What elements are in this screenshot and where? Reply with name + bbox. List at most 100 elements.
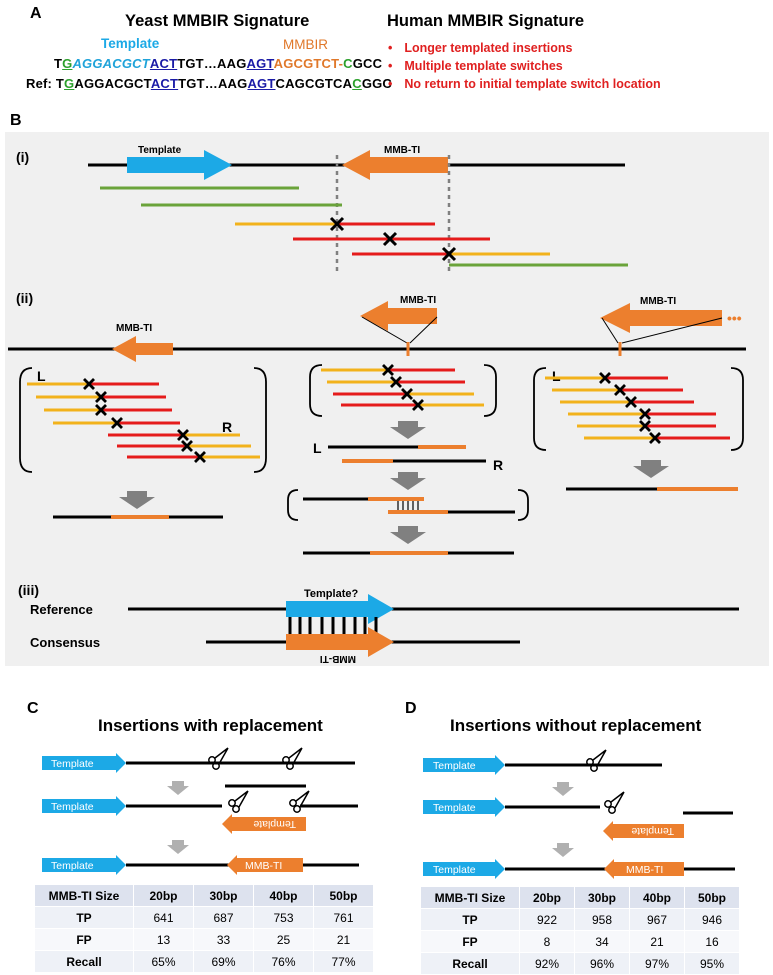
- label-L-center: L: [313, 440, 322, 456]
- d-template-arrow-1: [423, 755, 505, 775]
- bracket-anneal-close: [517, 489, 529, 521]
- down-arrow-icon: [633, 460, 669, 478]
- table-cell: 21: [629, 930, 685, 953]
- base-pairing-ticks: [397, 501, 419, 510]
- table-cell: 753: [253, 906, 314, 929]
- yeast-signature-title: Yeast MMBIR Signature: [125, 12, 310, 30]
- human-signature-title: Human MMBIR Signature: [387, 12, 585, 30]
- consensus-mmbti-arrow: [286, 627, 394, 657]
- table-row: Recall 65% 69% 76% 77%: [34, 950, 374, 973]
- scissors-icon: [228, 790, 249, 813]
- row-label: Recall: [420, 952, 520, 975]
- sequence-segment: AGGACGCT: [74, 76, 151, 91]
- table-cell: 33: [193, 928, 254, 951]
- split-mark-icon: [441, 246, 457, 262]
- panel-d-title: Insertions without replacement: [450, 716, 702, 735]
- split-marks-left: [83, 378, 206, 463]
- table-row: Recall 92% 96% 97% 95%: [420, 952, 740, 975]
- header-cell: 40bp: [253, 884, 314, 907]
- sequence-segment: AGT: [246, 56, 274, 71]
- down-arrow-icon: [390, 421, 426, 439]
- d-template-label-1: Template: [433, 760, 476, 772]
- sequence-segment: AGCGTCT: [273, 56, 339, 71]
- sequence-segment: G: [64, 76, 75, 91]
- header-cell: 20bp: [133, 884, 194, 907]
- mmbti-arrow-ii-right: [600, 303, 722, 333]
- down-arrow-icon: [552, 782, 574, 796]
- down-arrow-icon: [167, 781, 189, 795]
- table-cell: 16: [684, 930, 740, 953]
- d-inverted-template-arrow: [603, 821, 684, 841]
- sequence-segment: TGT…AAG: [178, 76, 248, 91]
- row-label: TP: [34, 906, 134, 929]
- table-cell: 967: [629, 908, 685, 931]
- table-cell: 76%: [253, 950, 314, 973]
- c-template-arrow-3: [42, 855, 126, 875]
- table-row: TP 641 687 753 761: [34, 906, 374, 929]
- zoom-line: [409, 316, 438, 344]
- panel-d-table: MMB-TI Size 20bp 30bp 40bp 50bp TP 922 9…: [420, 886, 740, 975]
- bracket-center-open: [309, 364, 323, 417]
- row-label: FP: [420, 930, 520, 953]
- table-row: FP 13 33 25 21: [34, 928, 374, 951]
- continuation-dots: •••: [727, 310, 742, 326]
- sequence-segment: -: [338, 56, 344, 71]
- sequence-segment: GCC: [352, 56, 383, 71]
- bracket-left-close: [253, 367, 267, 473]
- table-row: FP 8 34 21 16: [420, 930, 740, 953]
- header-cell: 30bp: [574, 886, 630, 909]
- bracket-left-open: [19, 367, 33, 473]
- bracket-right-close: [730, 367, 744, 451]
- template-seq-label: Template: [101, 36, 160, 51]
- template-arrow-i: [127, 150, 232, 180]
- header-cell: 50bp: [684, 886, 740, 909]
- header-cell: MMB-TI Size: [34, 884, 134, 907]
- sequence-segment: ACT: [150, 76, 179, 91]
- d-template-label-3: Template: [433, 864, 476, 876]
- sub-iii-label: (iii): [18, 582, 39, 598]
- header-cell: 30bp: [193, 884, 254, 907]
- c-inverted-template-label: Template: [253, 818, 296, 830]
- c-template-arrow-1: [42, 753, 126, 773]
- table-cell: 69%: [193, 950, 254, 973]
- bracket-center-close: [483, 364, 497, 417]
- c-template-arrow-2: [42, 796, 126, 816]
- table-cell: 21: [313, 928, 374, 951]
- scissors-icon: [282, 747, 303, 770]
- split-mark-icon: [329, 216, 345, 232]
- d-inverted-template-label: Template: [631, 825, 674, 837]
- zoom-line: [361, 316, 408, 344]
- sequence-segment: AGT: [247, 76, 276, 91]
- human-signature-list: Longer templated insertions Multiple tem…: [388, 39, 661, 93]
- table-cell: 13: [133, 928, 194, 951]
- d-template-arrow-3: [423, 859, 505, 879]
- table-cell: 946: [684, 908, 740, 931]
- c-template-label-1: Template: [51, 758, 94, 770]
- table-cell: 761: [313, 906, 374, 929]
- table-cell: 77%: [313, 950, 374, 973]
- sequence-segment: C: [343, 56, 353, 71]
- table-cell: 96%: [574, 952, 630, 975]
- sequence-segment: AGGACGCT: [72, 56, 150, 71]
- mmbti-arrow-ii-center: [360, 301, 437, 331]
- ref-prefix: Ref:: [26, 76, 56, 91]
- table-cell: 95%: [684, 952, 740, 975]
- human-point-3: No return to initial template switch loc…: [388, 75, 660, 93]
- zoom-line: [621, 317, 723, 344]
- mmbti-label-ii-right: MMB-TI: [640, 296, 676, 307]
- panel-c-table: MMB-TI Size 20bp 30bp 40bp 50bp TP 641 6…: [34, 884, 374, 973]
- header-cell: 50bp: [313, 884, 374, 907]
- table-cell: 25: [253, 928, 314, 951]
- table-header-row: MMB-TI Size 20bp 30bp 40bp 50bp: [420, 886, 740, 909]
- template-question-arrow: [286, 594, 394, 624]
- human-point-1: Longer templated insertions: [388, 39, 661, 57]
- panel-d-letter: D: [405, 700, 417, 717]
- sequence-segment: T: [54, 56, 63, 71]
- label-L-left: L: [37, 368, 46, 384]
- label-R-left: R: [222, 419, 232, 435]
- table-header-row: MMB-TI Size 20bp 30bp 40bp 50bp: [34, 884, 374, 907]
- template-question-label: Template?: [304, 588, 358, 600]
- sequence-segment: C: [352, 76, 362, 91]
- c-inverted-template-arrow: [222, 814, 306, 834]
